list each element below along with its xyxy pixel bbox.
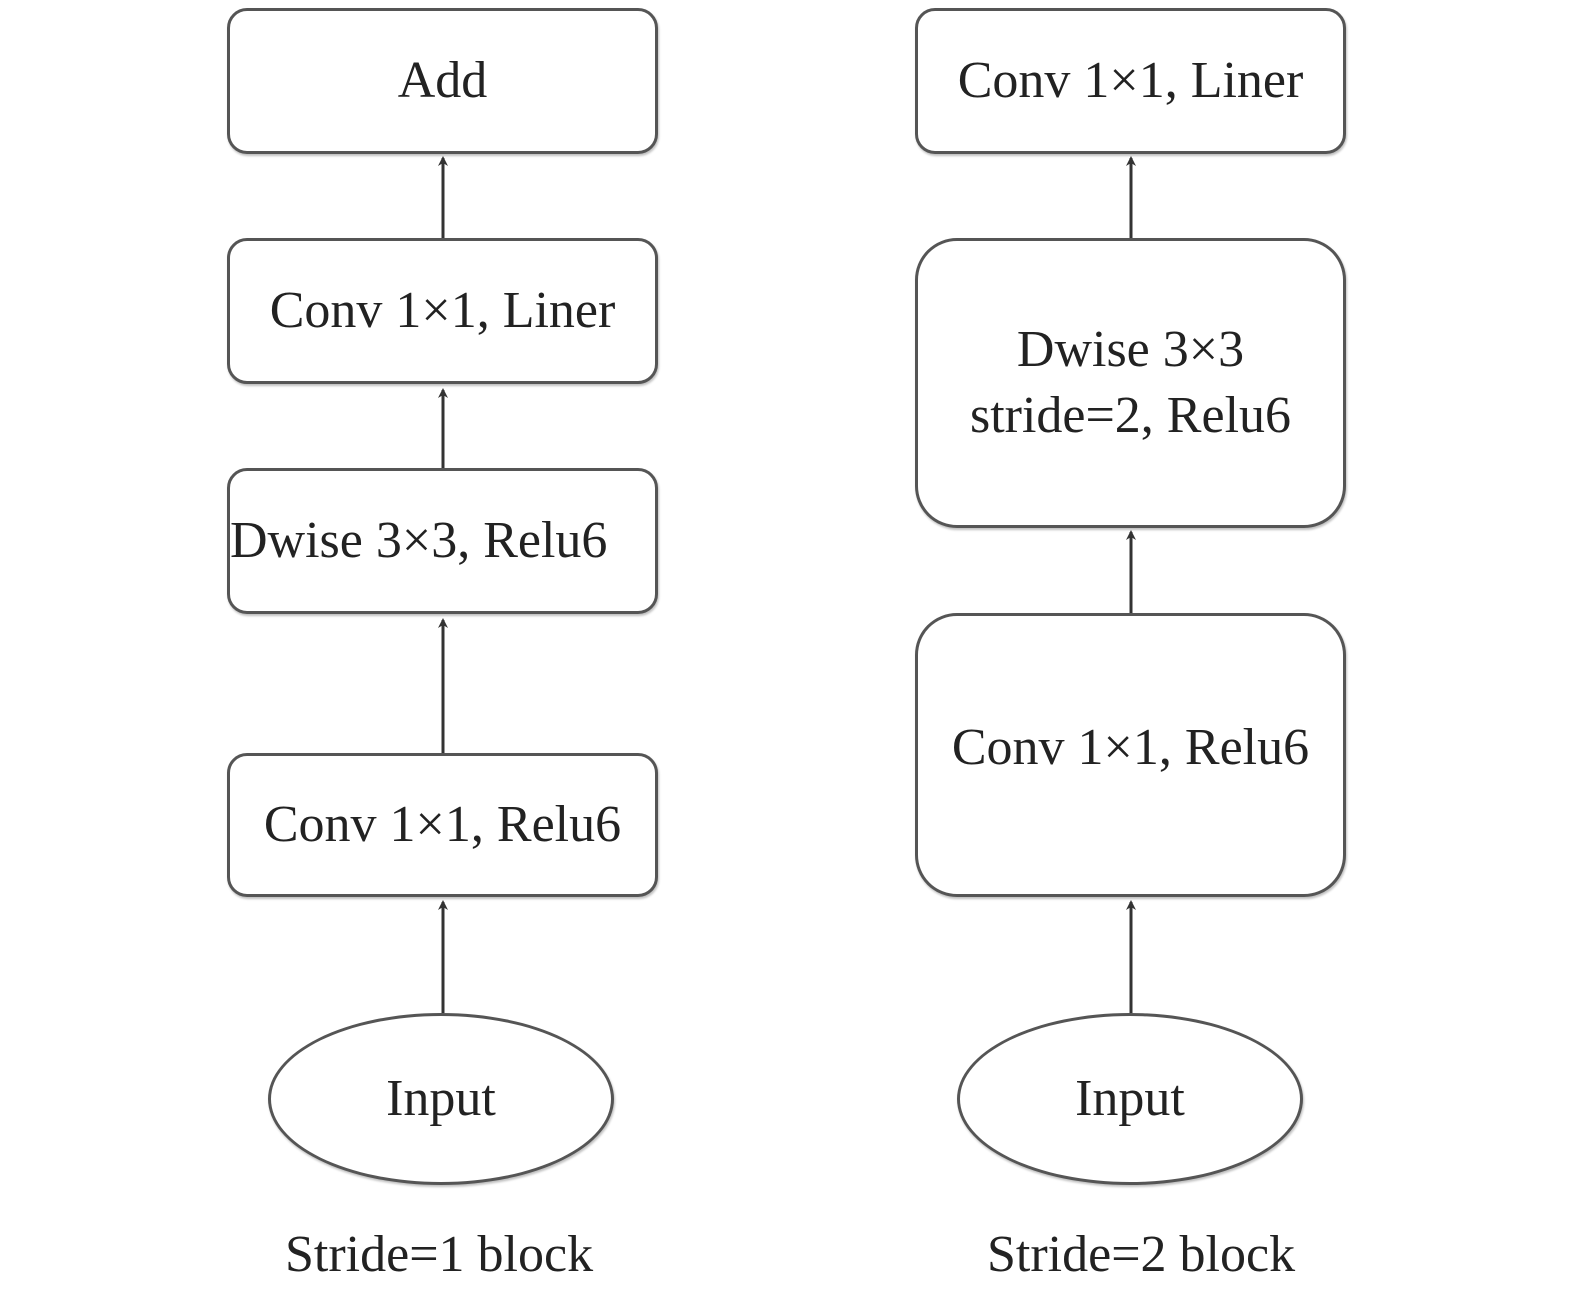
caption-stride1: Stride=1 block [285,1226,594,1283]
conv-relu6-node-right: Conv 1×1, Relu6 [915,613,1346,897]
add-node: Add [227,8,658,154]
dwise-relu6-node-left: Dwise 3×3, Relu6 [227,468,658,614]
input-node-left: Input [268,1013,614,1185]
conv-liner-node-left: Conv 1×1, Liner [227,238,658,384]
caption-stride2: Stride=2 block [987,1226,1296,1283]
input-node-right: Input [957,1013,1303,1185]
dwise-stride2-node-right: Dwise 3×3 stride=2, Relu6 [915,238,1346,528]
conv-relu6-node-left: Conv 1×1, Relu6 [227,753,658,897]
conv-liner-node-right: Conv 1×1, Liner [915,8,1346,154]
